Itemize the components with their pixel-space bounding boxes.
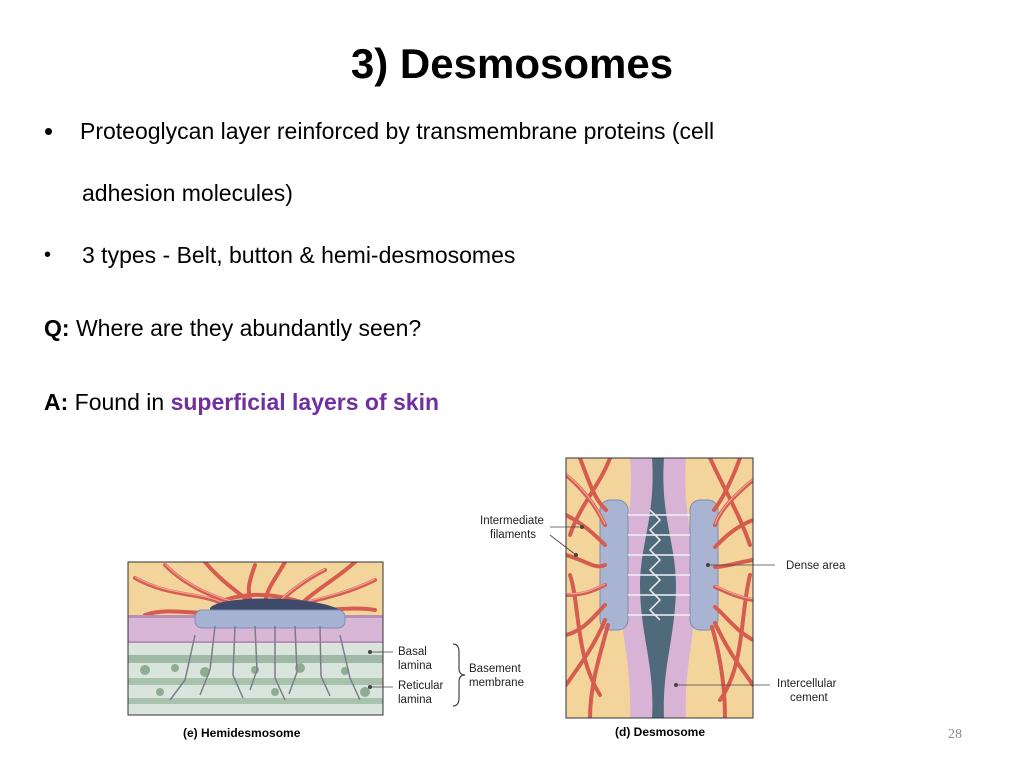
hemidesmosome-figure: Basal lamina Reticular lamina Basement m… [127,561,524,740]
bullet-dot: • [44,116,54,146]
hemidesmosome-caption: (e) Hemidesmosome [183,726,301,740]
bullet-2: 3 types - Belt, button & hemi-desmosomes [82,242,516,268]
answer-prefix: A: [44,389,69,415]
slide-number: 28 [948,727,962,742]
label-cement-2: cement [790,692,829,704]
label-reticular-2: lamina [398,694,432,706]
label-basement-1: Basement [469,663,522,675]
label-dense-area: Dense area [786,560,846,572]
desmosome-caption: (d) Desmosome [615,725,705,739]
question-text: Where are they abundantly seen? [75,315,422,341]
label-intermediate-2: filaments [490,529,536,541]
bullet-1-line-1: Proteoglycan layer reinforced by transme… [80,118,715,144]
slide-title: 3) Desmosomes [350,40,674,87]
question-line: Q: Where are they abundantly seen? [44,313,421,343]
label-basal-2: lamina [398,660,432,672]
label-cement-1: Intercellular [777,678,837,690]
bullet-1-line-2: adhesion molecules) [82,180,293,206]
label-basal-1: Basal [398,646,427,658]
answer-line: A: Found in superficial layers of skin [44,387,439,417]
bullet-dot: • [44,244,52,266]
answer-highlight: superficial layers of skin [170,389,440,415]
desmosome-figure: Intermediate filaments Dense area Interc… [480,457,846,739]
question-prefix: Q: [44,315,70,341]
answer-text: Found in [74,389,165,415]
label-intermediate-1: Intermediate [480,515,544,527]
label-basement-2: membrane [469,677,524,689]
label-reticular-1: Reticular [398,680,444,692]
